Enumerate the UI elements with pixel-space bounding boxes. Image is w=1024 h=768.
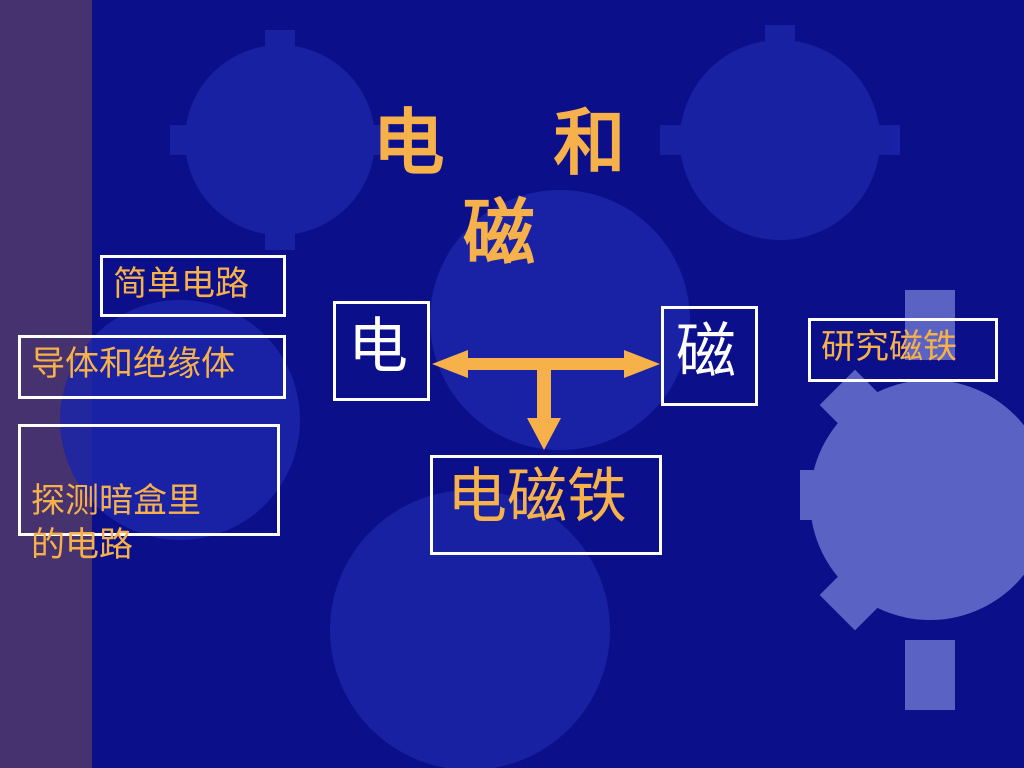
down-arrowhead-icon xyxy=(527,418,561,450)
gear-shape-bottom xyxy=(330,490,610,768)
topic-study-magnets: 研究磁铁 xyxy=(808,318,998,382)
node-label: 电磁铁 xyxy=(447,462,627,532)
slide-title: 电 和 磁 xyxy=(372,100,668,275)
gear-shape-top-center xyxy=(170,30,390,250)
gear-shape-left xyxy=(60,300,300,540)
node-magnetism: 磁 xyxy=(661,306,758,406)
topic-label: 探测暗盒里 的电路 xyxy=(31,481,201,565)
node-label: 磁 xyxy=(676,317,736,387)
topic-simple-circuit: 简单电路 xyxy=(100,255,286,317)
topic-label: 研究磁铁 xyxy=(821,327,957,367)
node-label: 电 xyxy=(348,312,408,382)
node-electricity: 电 xyxy=(333,301,430,401)
topic-label: 导体和绝缘体 xyxy=(31,344,235,384)
gear-shape-center xyxy=(430,190,690,450)
right-arrowhead-icon xyxy=(624,350,660,378)
topic-conductor-insulator: 导体和绝缘体 xyxy=(18,335,286,399)
vertical-connector xyxy=(537,364,551,424)
gear-shape-right-light xyxy=(800,290,1024,710)
gear-shape-top-right xyxy=(660,25,900,240)
left-arrowhead-icon xyxy=(432,350,468,378)
topic-blackbox-circuit: 探测暗盒里 的电路 xyxy=(18,424,280,565)
node-electromagnet: 电磁铁 xyxy=(430,455,662,555)
topic-label: 简单电路 xyxy=(113,264,249,304)
